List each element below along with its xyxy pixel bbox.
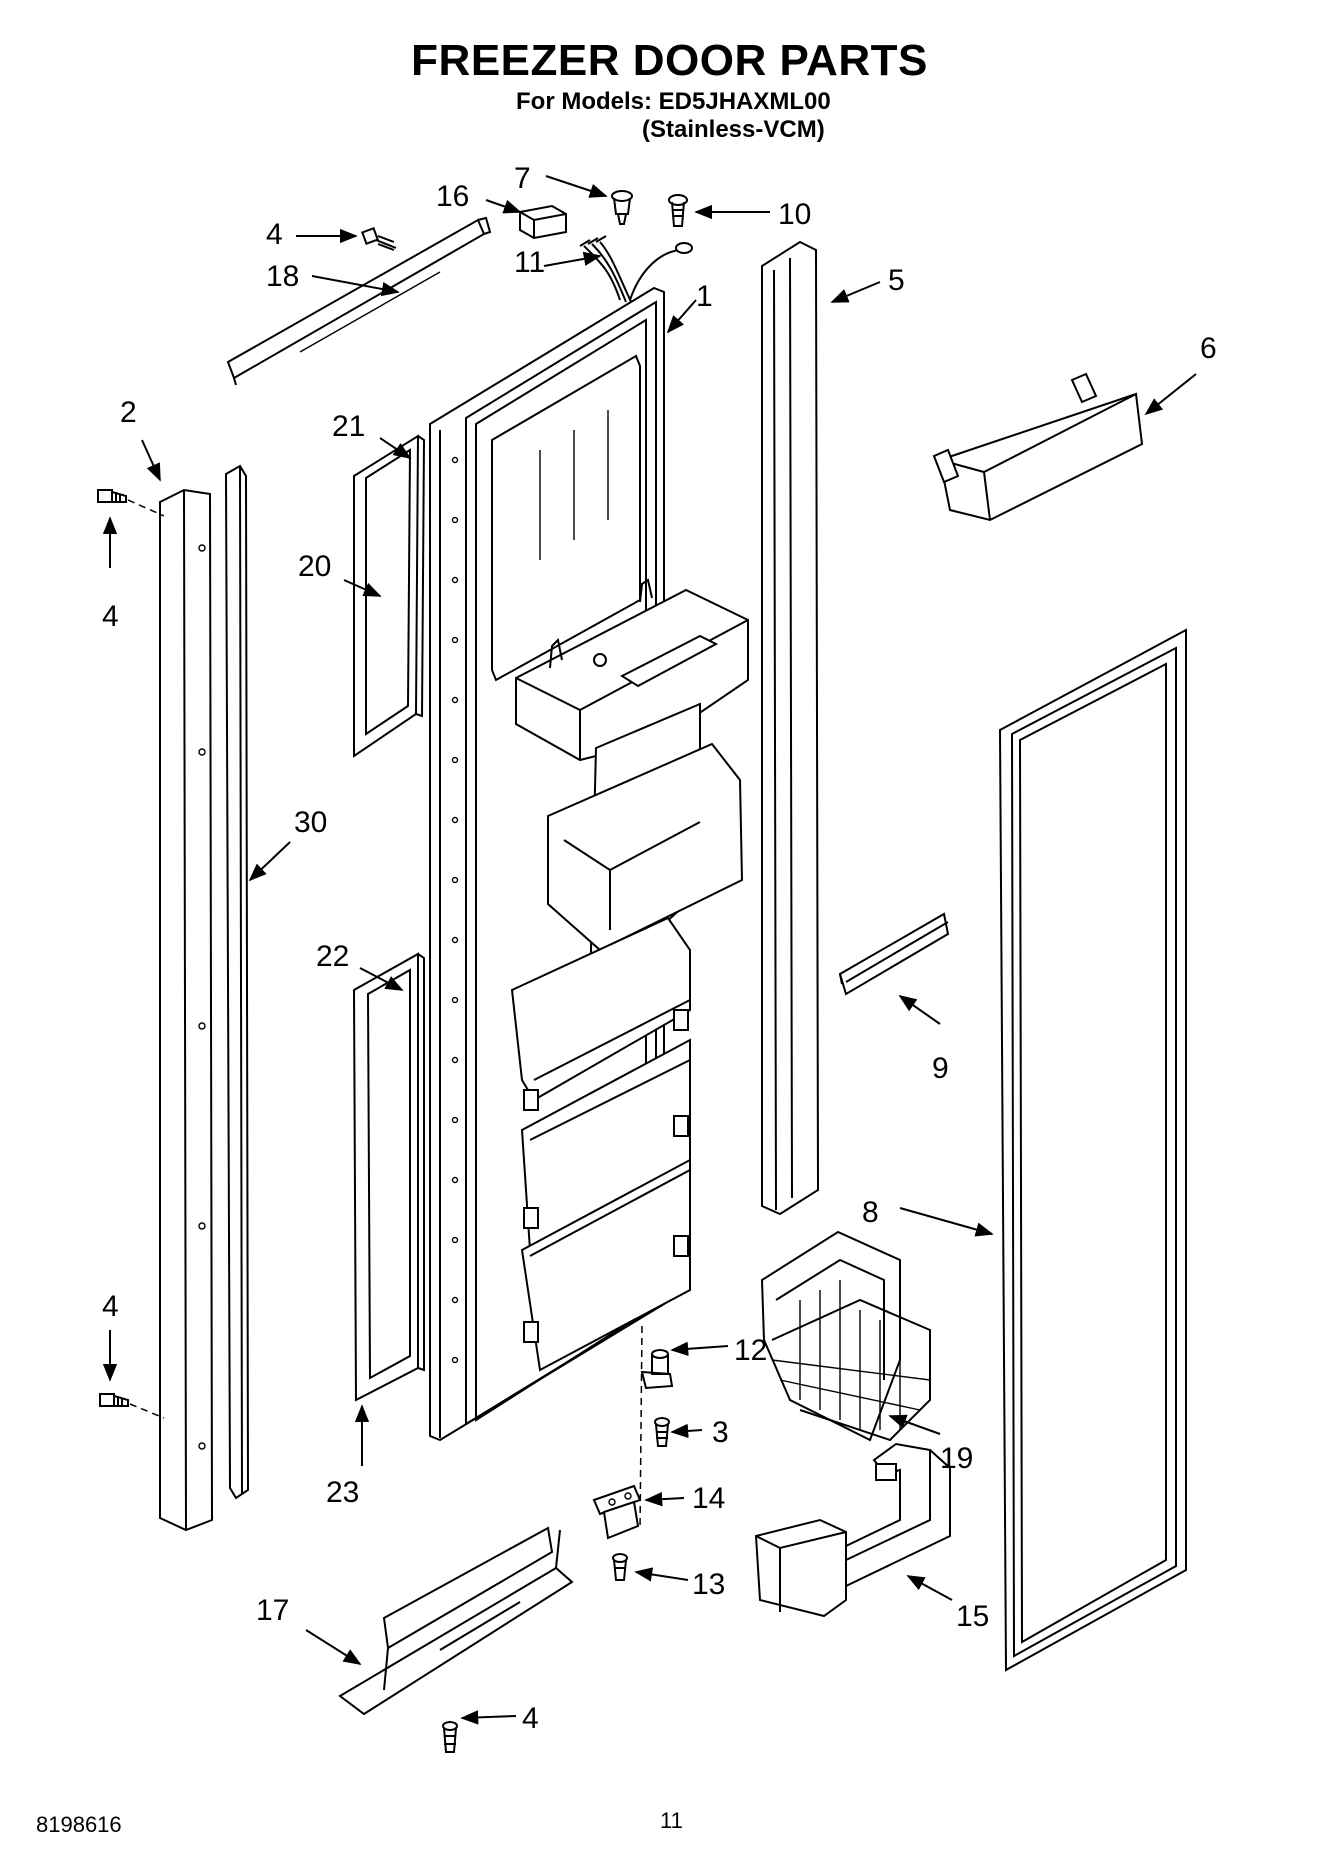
page-number: 11 [660, 1808, 683, 1833]
switch-part [519, 204, 567, 240]
plug-part [611, 190, 633, 225]
screw-icon [361, 227, 397, 251]
callout-part-4-lower-left: 4 [102, 1290, 119, 1323]
wire-basket-part [760, 1230, 931, 1442]
screw-icon [442, 1721, 458, 1753]
callout-part-21: 21 [332, 410, 365, 443]
screw-icon [654, 1417, 670, 1447]
callout-part-20: 20 [298, 550, 331, 583]
door-gasket-part [998, 628, 1187, 1672]
left-trim-part [159, 488, 214, 1532]
handle-bracket-part [932, 372, 1144, 522]
channel-part [838, 912, 950, 996]
screw-icon [99, 1393, 165, 1419]
callout-part-4-top: 4 [266, 218, 283, 251]
callout-part-9: 9 [932, 1052, 949, 1085]
hinge-pin-part [640, 1349, 674, 1390]
top-trim-strip-part [226, 216, 492, 386]
callout-part-14: 14 [692, 1482, 725, 1515]
screw-icon [97, 489, 165, 517]
liner-edge-holes [451, 456, 459, 1364]
bottom-trim-part [338, 1526, 574, 1716]
door-liner-part [429, 286, 749, 1442]
callout-part-4-bottom: 4 [522, 1702, 539, 1735]
callout-part-12: 12 [734, 1334, 767, 1367]
callout-part-7: 7 [514, 162, 531, 195]
callout-part-5: 5 [888, 264, 905, 297]
callout-part-8: 8 [862, 1196, 879, 1229]
callout-part-3: 3 [712, 1416, 729, 1449]
callout-part-4-upper-left: 4 [102, 600, 119, 633]
callout-part-18: 18 [266, 260, 299, 293]
callout-part-16: 16 [436, 180, 469, 213]
hinge-alignment-line [639, 1325, 643, 1531]
callout-part-19: 19 [940, 1442, 973, 1475]
doc-number: 8198616 [36, 1812, 122, 1837]
gasket-strip-part [224, 464, 250, 1500]
wire-harness-part [579, 235, 693, 305]
screw-icon [668, 194, 688, 227]
models-line: For Models: ED5JHAXML00 [516, 88, 831, 115]
screw-icon [612, 1553, 628, 1581]
callout-part-6: 6 [1200, 332, 1217, 365]
hinge-plate-part [592, 1484, 642, 1540]
callout-part-1: 1 [696, 280, 713, 313]
callout-part-13: 13 [692, 1568, 725, 1601]
callout-part-2: 2 [120, 396, 137, 429]
callout-part-22: 22 [316, 940, 349, 973]
right-trim-part [761, 240, 820, 1216]
page-title: FREEZER DOOR PARTS [411, 36, 928, 85]
lower-panel-part [352, 952, 425, 1402]
callout-part-17: 17 [256, 1594, 289, 1627]
callout-part-10: 10 [778, 198, 811, 231]
callout-part-15: 15 [956, 1600, 989, 1633]
callout-part-23: 23 [326, 1476, 359, 1509]
callout-part-30: 30 [294, 806, 327, 839]
leader-lines [102, 175, 1197, 1725]
callout-part-11: 11 [514, 246, 545, 279]
upper-panel-part [353, 434, 426, 758]
bottom-cup-part [754, 1442, 951, 1618]
finish-line: (Stainless-VCM) [642, 116, 825, 143]
